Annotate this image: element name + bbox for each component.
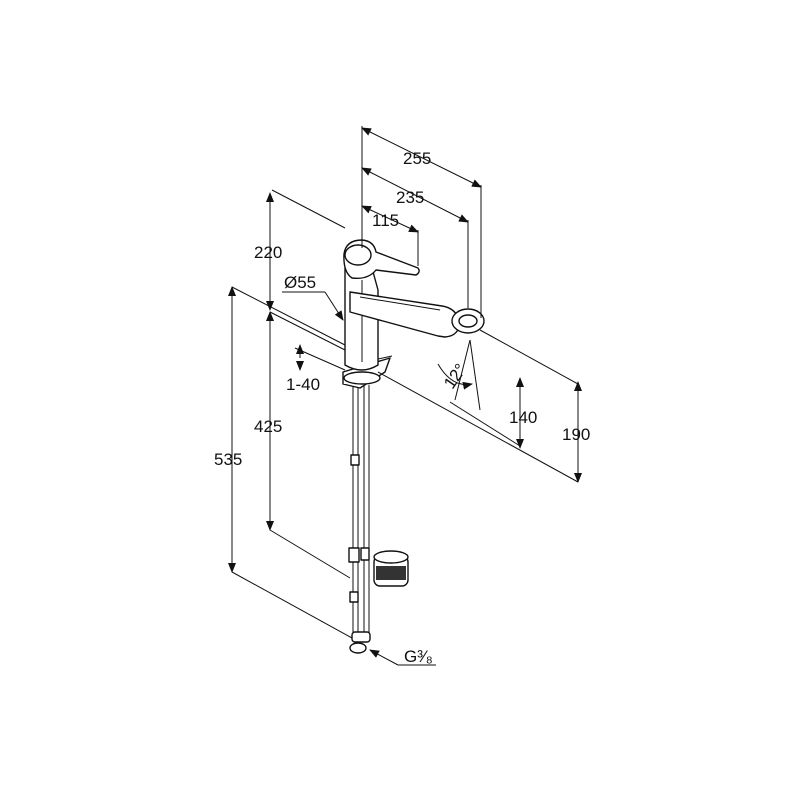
label-height-spout: 425 [254, 417, 282, 436]
inline-valve [373, 550, 409, 587]
label-connection: G³⁄₈ [404, 647, 433, 666]
label-outlet-height: 140 [509, 408, 537, 427]
label-deck-thickness: 1-40 [286, 375, 320, 394]
supply-hoses [348, 385, 371, 654]
label-spout-reach: 190 [562, 425, 590, 444]
label-width-lever: 115 [372, 211, 399, 230]
lever-handle [343, 239, 420, 280]
pull-out-spout [349, 291, 485, 338]
dimension-lines [228, 126, 582, 666]
faucet-body [342, 239, 485, 654]
label-spray-angle: 12° [440, 360, 470, 392]
label-width-total: 255 [403, 149, 431, 168]
label-diameter: Ø55 [284, 273, 316, 292]
label-width-spout: 235 [396, 188, 424, 207]
label-height-total: 535 [214, 450, 242, 469]
label-height-lever: 220 [254, 243, 282, 262]
